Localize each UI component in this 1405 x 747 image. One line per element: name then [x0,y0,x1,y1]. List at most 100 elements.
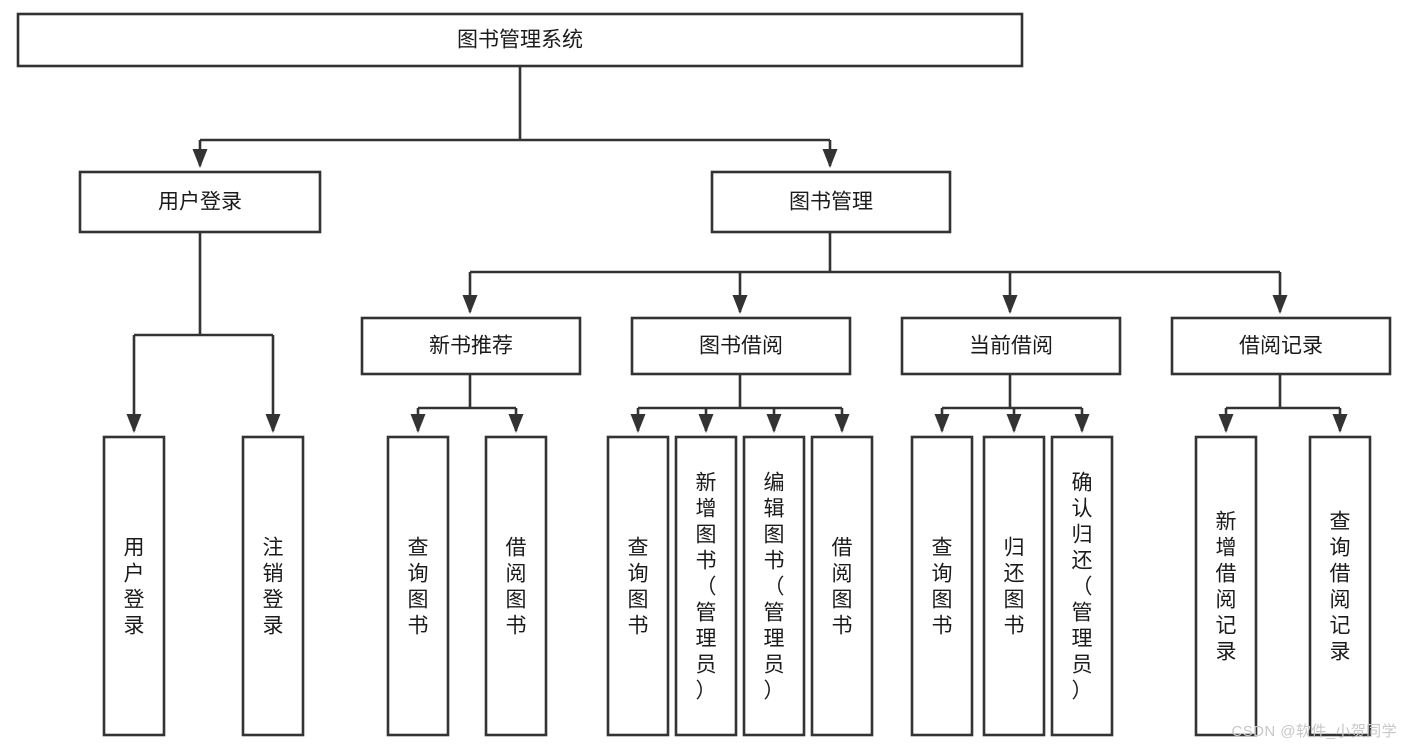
connectors-layer [126,66,1348,433]
node-leaf-user-login[interactable]: 用户登录 [102,435,166,737]
node-label-book-manage: 图书管理 [789,191,873,214]
arrow-head-icon [410,414,426,433]
arrow-head-icon [265,414,281,433]
node-label-leaf-logout: 注销登录 [263,536,284,637]
arrow-head-icon [1332,414,1348,433]
node-leaf-query-record[interactable]: 查询借阅记录 [1308,435,1372,737]
node-leaf-logout[interactable]: 注销登录 [241,435,305,737]
node-leaf-edit-book[interactable]: 编辑图书（管理员） [742,435,806,737]
node-label-leaf-edit-book: 编辑图书（管理员） [764,471,785,702]
node-label-book-borrow: 图书借阅 [699,335,783,358]
node-label-leaf-return-book: 归还图书 [1004,536,1025,637]
node-label-leaf-add-book: 新增图书（管理员） [696,471,717,702]
arrow-head-icon [934,414,950,433]
arrow-head-icon [1272,295,1288,314]
node-user-login[interactable]: 用户登录 [78,170,322,234]
arrow-head-icon [1074,414,1090,433]
node-label-leaf-add-record: 新增借阅记录 [1216,510,1237,663]
conn-bus-book-manage [822,140,838,168]
node-box-leaf-query-book-1 [386,435,450,737]
node-box-leaf-query-book-2 [606,435,670,737]
node-leaf-add-book[interactable]: 新增图书（管理员） [674,435,738,737]
node-label-leaf-user-login: 用户登录 [124,536,145,637]
node-book-manage[interactable]: 图书管理 [710,170,952,234]
arrow-head-icon [1002,295,1018,314]
conn-bus-book-borrow [732,272,748,314]
arrow-head-icon [1218,414,1234,433]
node-label-leaf-confirm-return: 确认归还（管理员） [1072,471,1093,702]
conn-login-leaf-2 [265,335,281,433]
arrow-head-icon [462,295,478,314]
node-box-leaf-query-record [1308,435,1372,737]
conn-bus-user-login [192,140,208,168]
node-box-new-book-recommend [360,316,582,376]
node-box-leaf-query-book-3 [910,435,974,737]
arrow-head-icon [126,414,142,433]
arrow-head-icon [192,149,208,168]
node-leaf-return-book[interactable]: 归还图书 [982,435,1046,737]
conn-book-borrow-leaf-1 [630,408,646,433]
node-label-leaf-query-book-1: 查询图书 [408,536,429,637]
node-book-borrow[interactable]: 图书借阅 [630,316,852,376]
arrow-head-icon [508,414,524,433]
node-box-current-borrow [900,316,1122,376]
node-leaf-add-record[interactable]: 新增借阅记录 [1194,435,1258,737]
node-borrow-record[interactable]: 借阅记录 [1170,316,1392,376]
csdn-watermark: CSDN @软件_小贺同学 [1231,723,1397,740]
node-label-root: 图书管理系统 [457,29,583,52]
arrow-head-icon [630,414,646,433]
arrow-head-icon [834,414,850,433]
arrow-head-icon [1006,414,1022,433]
node-new-book-recommend[interactable]: 新书推荐 [360,316,582,376]
node-box-leaf-edit-book [742,435,806,737]
node-box-leaf-borrow-book-1 [484,435,548,737]
conn-bus-new-book [462,272,478,314]
conn-book-borrow-leaf-4 [834,408,850,433]
node-box-leaf-add-record [1194,435,1258,737]
node-label-leaf-query-record: 查询借阅记录 [1330,510,1351,663]
node-box-leaf-confirm-return [1050,435,1114,737]
conn-current-borrow-leaf-3 [1074,408,1090,433]
conn-new-book-leaf-1 [410,408,426,433]
nodes-layer: 图书管理系统用户登录图书管理新书推荐图书借阅当前借阅借阅记录用户登录注销登录查询… [16,12,1392,737]
node-box-leaf-borrow-book-2 [810,435,874,737]
arrow-head-icon [732,295,748,314]
node-label-current-borrow: 当前借阅 [969,335,1053,358]
conn-bus-borrow-record [1272,272,1288,314]
node-label-leaf-query-book-3: 查询图书 [932,536,953,637]
node-box-book-manage [710,170,952,234]
node-label-leaf-borrow-book-2: 借阅图书 [832,536,853,637]
node-box-leaf-user-login [102,435,166,737]
node-leaf-borrow-book-2[interactable]: 借阅图书 [810,435,874,737]
arrow-head-icon [822,149,838,168]
node-leaf-query-book-1[interactable]: 查询图书 [386,435,450,737]
node-box-root [16,12,1024,68]
node-label-new-book-recommend: 新书推荐 [429,335,513,358]
node-label-user-login: 用户登录 [158,191,242,214]
node-root[interactable]: 图书管理系统 [16,12,1024,68]
conn-book-borrow-leaf-3 [766,408,782,433]
node-leaf-query-book-3[interactable]: 查询图书 [910,435,974,737]
conn-book-borrow-leaf-2 [698,408,714,433]
arrow-head-icon [766,414,782,433]
node-label-leaf-query-book-2: 查询图书 [628,536,649,637]
node-label-borrow-record: 借阅记录 [1239,335,1323,358]
node-box-leaf-return-book [982,435,1046,737]
node-label-leaf-borrow-book-1: 借阅图书 [506,536,527,637]
node-leaf-query-book-2[interactable]: 查询图书 [606,435,670,737]
conn-current-borrow-leaf-2 [1006,408,1022,433]
node-leaf-borrow-book-1[interactable]: 借阅图书 [484,435,548,737]
node-box-leaf-logout [241,435,305,737]
node-box-borrow-record [1170,316,1392,376]
node-box-leaf-add-book [674,435,738,737]
conn-borrow-record-leaf-1 [1218,408,1234,433]
conn-bus-current-borrow [1002,272,1018,314]
conn-new-book-leaf-2 [508,408,524,433]
conn-borrow-record-leaf-2 [1332,408,1348,433]
node-current-borrow[interactable]: 当前借阅 [900,316,1122,376]
node-box-book-borrow [630,316,852,376]
node-leaf-confirm-return[interactable]: 确认归还（管理员） [1050,435,1114,737]
conn-current-borrow-leaf-1 [934,408,950,433]
